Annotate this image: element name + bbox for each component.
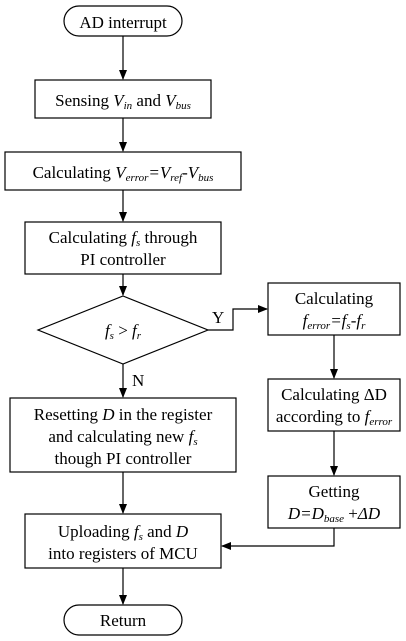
yes-label: Y (212, 308, 224, 327)
getting-d-line1: Getting (309, 482, 360, 501)
decision-diamond: fs > fr (36, 295, 210, 365)
decision-label: fs > fr (105, 321, 142, 342)
edge-decision-yes (208, 305, 268, 331)
no-label: N (132, 371, 144, 390)
calc-ferror-line2: ferror=fs-fr (303, 311, 366, 332)
calc-verror-label: Calculating Verror=Vref-Vbus (33, 163, 214, 184)
sensing-label: Sensing Vin and Vbus (55, 91, 191, 112)
calc-fs-line1: Calculating fs through (49, 228, 198, 249)
edges (119, 36, 338, 605)
calc-fs-box: Calculating fs through PI controller (24, 221, 222, 275)
uploading-line2: into registers of MCU (48, 544, 198, 563)
resetting-d-box: Resetting D in the register and calculat… (9, 397, 237, 473)
end-label: Return (100, 611, 147, 630)
calc-delta-d-box: Calculating ΔD according to ferror (267, 378, 401, 432)
calc-delta-d-line1: Calculating ΔD (281, 385, 387, 404)
calc-fs-line2: PI controller (80, 250, 166, 269)
getting-d-line2: D=Dbase +ΔD (287, 504, 381, 525)
calc-verror-box: Calculating Verror=Vref-Vbus (4, 151, 242, 191)
getting-d-box: Getting D=Dbase +ΔD (267, 475, 401, 529)
uploading-line1: Uploading fs and D (58, 522, 189, 543)
resetting-line1: Resetting D in the register (34, 405, 213, 424)
end-terminator: Return (63, 604, 183, 636)
resetting-line2: and calculating new fs (48, 427, 197, 448)
edge-getting-uploading (221, 528, 335, 550)
calc-delta-d-line2: according to ferror (276, 407, 393, 428)
start-label: AD interrupt (79, 13, 167, 32)
sensing-box: Sensing Vin and Vbus (34, 79, 212, 119)
uploading-box: Uploading fs and D into registers of MCU (24, 513, 222, 569)
start-terminator: AD interrupt (63, 5, 183, 37)
calc-ferror-line1: Calculating (295, 289, 374, 308)
resetting-line3: though PI controller (55, 449, 192, 468)
calc-ferror-box: Calculating ferror=fs-fr (267, 282, 401, 336)
